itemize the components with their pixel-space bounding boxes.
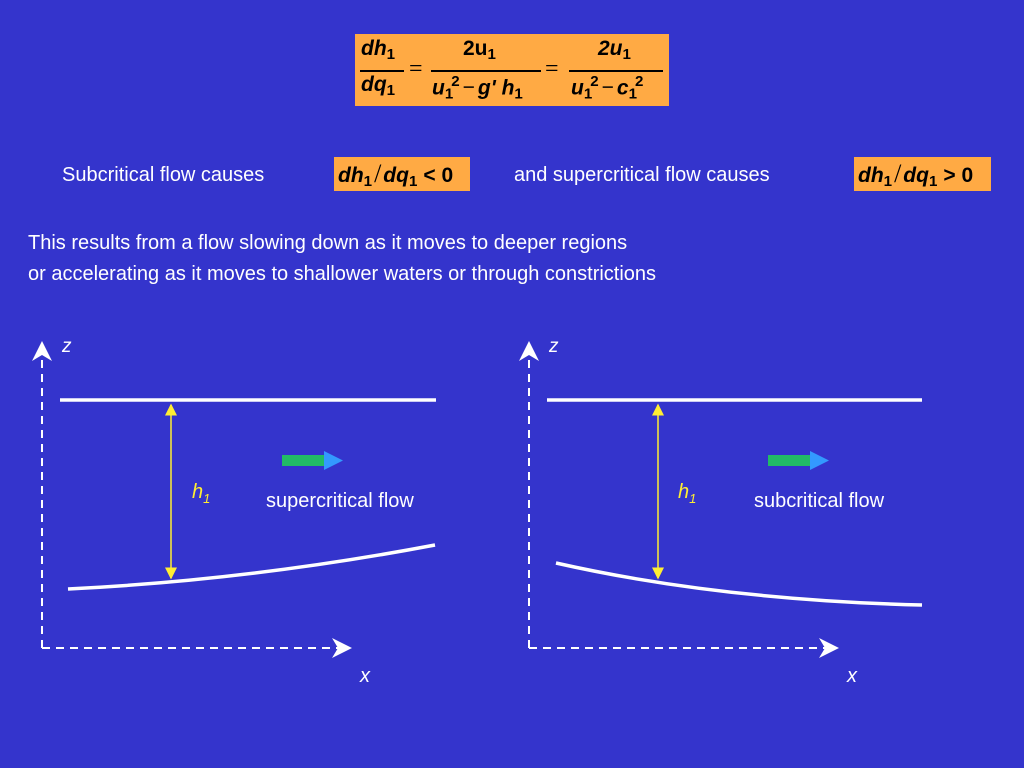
right-denominator: u12−c12 <box>571 73 644 103</box>
right-flow-label: subcritical flow <box>754 490 885 512</box>
left-h-label: h1 <box>192 481 210 506</box>
right-x-label: x <box>846 665 858 687</box>
right-fraction-bar <box>569 70 663 72</box>
explanation-line-2: or accelerating as it moves to shallower… <box>28 263 657 285</box>
supercritical-formula: dh1/dq1> 0 <box>854 157 991 191</box>
right-flow-arrow-body <box>768 455 812 466</box>
mid-numerator: 2u1 <box>463 37 496 64</box>
lhs-fraction-bar <box>360 70 404 72</box>
mid-denominator: u12−g' h1 <box>432 73 523 103</box>
lhs-denominator: dq1 <box>361 73 396 100</box>
lhs-numerator: dh1 <box>361 37 396 64</box>
left-flow-arrow-head <box>324 451 343 470</box>
right-bottom-curve <box>555 561 923 607</box>
equals-sign-2: = <box>545 56 559 82</box>
right-numerator: 2u1 <box>598 37 631 64</box>
left-x-label: x <box>359 665 371 687</box>
supercritical-text: and supercritical flow causes <box>514 164 770 186</box>
left-flow-arrow-body <box>282 455 326 466</box>
mid-fraction-bar <box>431 70 541 72</box>
subcritical-text: Subcritical flow causes <box>62 164 265 186</box>
main-formula: dh1 dq1 = 2u1 u12−g' h1 = 2u1 u12−c12 <box>355 34 669 106</box>
right-flow-arrow-head <box>810 451 829 470</box>
right-h-label: h1 <box>678 481 696 506</box>
explanation-line-1: This results from a flow slowing down as… <box>28 232 628 254</box>
left-flow-label: supercritical flow <box>266 490 414 512</box>
subcritical-formula: dh1/dq1< 0 <box>334 157 470 191</box>
right-diagram: z x h1 subcritical flow <box>519 336 923 687</box>
equals-sign: = <box>409 56 423 82</box>
left-bottom-curve <box>67 543 436 591</box>
right-z-label: z <box>548 336 559 357</box>
left-z-label: z <box>61 336 72 357</box>
left-diagram: z x h1 supercritical flow <box>32 336 436 687</box>
